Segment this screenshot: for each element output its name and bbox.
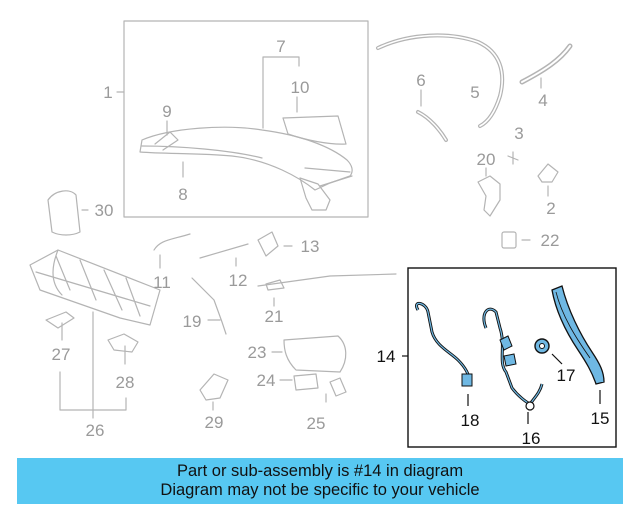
callout-9: 9 [162, 102, 171, 121]
callout-27: 27 [52, 345, 71, 364]
callout-13: 13 [301, 237, 320, 256]
caption-line-1: Part or sub-assembly is #14 in diagram [176, 462, 464, 480]
callout-1: 1 [103, 83, 112, 102]
bracket-24 [293, 373, 319, 391]
callout-14: 14 [377, 347, 396, 366]
callout-5: 5 [470, 83, 479, 102]
headrest-30 [47, 190, 81, 236]
rod-12 [199, 243, 249, 259]
callout-24: 24 [257, 371, 276, 390]
callout-4: 4 [538, 91, 547, 110]
highlighted-assembly-14 [402, 267, 617, 448]
callout-23: 23 [248, 343, 267, 362]
clip-27 [45, 311, 75, 329]
callout-30: 30 [95, 201, 114, 220]
panel-23 [283, 335, 347, 373]
callout-19: 19 [183, 312, 202, 331]
weatherstrip-5 [376, 33, 505, 128]
callout-16: 16 [522, 429, 541, 448]
callout-7: 7 [276, 37, 285, 56]
clip-25 [329, 377, 347, 397]
callout-21: 21 [265, 307, 284, 326]
highlight-frame [407, 267, 617, 448]
weatherstrip-4 [519, 43, 573, 85]
callout-18: 18 [461, 411, 480, 430]
callout-28: 28 [116, 373, 135, 392]
callout-17: 17 [557, 366, 576, 385]
callout-15: 15 [591, 409, 610, 428]
wire-harness-18 [415, 302, 472, 385]
cover-22 [501, 231, 517, 249]
callout-25: 25 [307, 414, 326, 433]
rod-11 [153, 233, 191, 251]
callout-22: 22 [541, 231, 560, 250]
weatherstrip-6 [416, 110, 448, 142]
latch-20 [477, 175, 501, 217]
callout-20: 20 [477, 150, 496, 169]
callout-3: 3 [514, 124, 523, 143]
rear-window-shape [282, 115, 347, 145]
windblocker-26 [29, 249, 161, 326]
roof-panel-shape [139, 126, 353, 191]
seal-15 [551, 285, 605, 385]
callout-8: 8 [178, 185, 187, 204]
info-banner: Part or sub-assembly is #14 in diagram D… [17, 458, 623, 504]
parts-diagram: 1 2 3 4 5 6 7 8 9 10 11 12 13 19 20 21 2… [29, 20, 617, 448]
callout-11: 11 [153, 273, 171, 292]
callout-29: 29 [205, 413, 224, 432]
handle-29 [199, 373, 229, 401]
strip-19 [191, 277, 227, 335]
bracket-13 [257, 231, 279, 257]
callout-12: 12 [229, 271, 248, 290]
clip-28 [107, 333, 139, 353]
caption-line-2: Diagram may not be specific to your vehi… [160, 481, 480, 499]
soft-top-assembly-frame [123, 20, 369, 218]
callout-6: 6 [416, 71, 425, 90]
callout-26: 26 [86, 421, 105, 440]
bracket-2 [537, 163, 559, 183]
callout-10: 10 [291, 78, 310, 97]
callout-2: 2 [546, 199, 555, 218]
